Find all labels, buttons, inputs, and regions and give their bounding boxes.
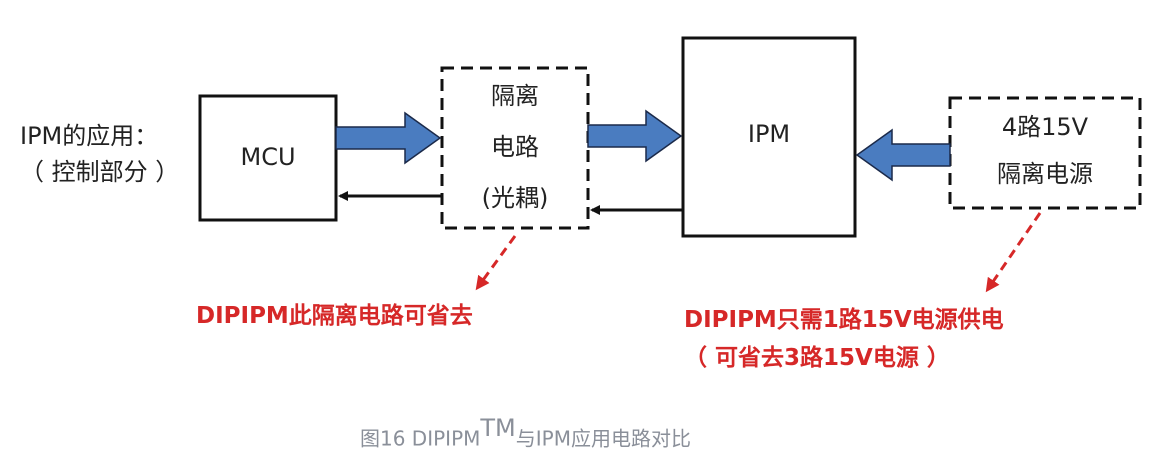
isolation-label-line1: 隔离 xyxy=(491,82,539,110)
note-pointer-left xyxy=(475,235,517,291)
power-label-line1: 4路15V xyxy=(1001,113,1089,141)
caption-prefix: 图16 DIPIPM xyxy=(360,426,481,451)
note-left: DIPIPM此隔离电路可省去 xyxy=(196,303,473,329)
arrow-isolation-to-ipm xyxy=(587,109,683,163)
caption-suffix: 与IPM应用电路对比 xyxy=(515,426,691,451)
power-supply-block xyxy=(948,96,1142,210)
mcu-block xyxy=(198,94,338,222)
note-right-line2: （ 可省去3路15V电源 ） xyxy=(684,345,950,371)
mcu-label: MCU xyxy=(240,143,296,171)
isolation-circuit-block xyxy=(440,66,590,230)
arrow-power-to-ipm xyxy=(855,128,951,182)
ipm-block xyxy=(681,36,857,238)
isolation-label-line3: (光耦) xyxy=(481,184,549,212)
figure-caption: 图16 DIPIPMTM与IPM应用电路对比 xyxy=(360,414,691,452)
ipm-label: IPM xyxy=(747,120,791,148)
caption-trademark: TM xyxy=(480,414,516,442)
left-label-line1: IPM的应用： xyxy=(20,122,159,150)
arrow-mcu-to-isolation xyxy=(335,111,442,165)
left-label-line2: （ 控制部分 ） xyxy=(20,158,180,186)
isolation-label-line2: 电路 xyxy=(491,133,539,161)
note-pointer-right xyxy=(985,212,1042,293)
power-label-line2: 隔离电源 xyxy=(997,160,1093,188)
note-right-line1: DIPIPM只需1路15V电源供电 xyxy=(684,307,1004,333)
